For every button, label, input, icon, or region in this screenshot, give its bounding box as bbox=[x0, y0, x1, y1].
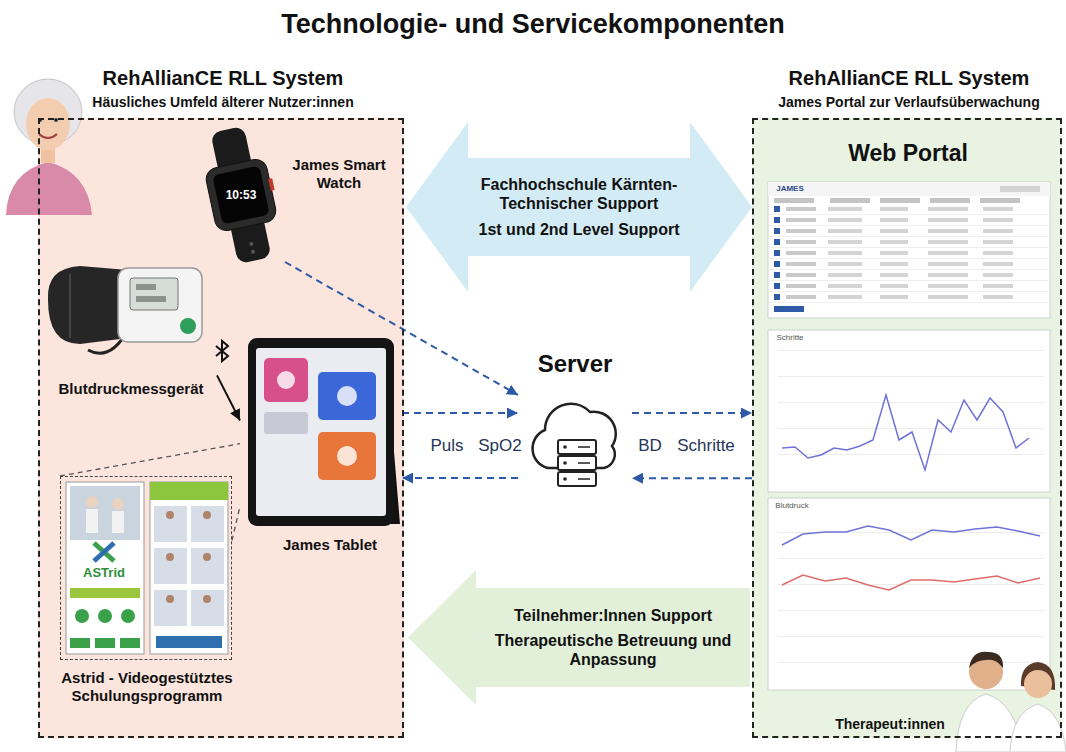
label-group: Blutdruck bbox=[768, 501, 816, 511]
bluetooth-symbol bbox=[216, 341, 228, 361]
connector bbox=[285, 262, 518, 395]
connector bbox=[217, 375, 240, 420]
label-group: SpO2 bbox=[471, 436, 529, 456]
app-logo-text: ASTrid bbox=[71, 565, 137, 581]
label-group: Puls bbox=[421, 436, 473, 456]
label-group: ASTrid bbox=[71, 565, 137, 581]
connector bbox=[60, 444, 240, 541]
diagram-title: Technologie- und Servicekomponenten bbox=[153, 8, 913, 40]
region-panel: RehAllianCE RLL SystemJames Portal zur V… bbox=[752, 118, 1062, 738]
section-heading: Web Portal bbox=[798, 140, 1018, 168]
portal-logo: JAMES bbox=[770, 184, 810, 194]
block-arrow: Teilnehmer:Innen SupportTherapeutische B… bbox=[408, 570, 750, 705]
text-group: James Smart Watch bbox=[287, 156, 391, 192]
label-group: Schritte bbox=[666, 436, 746, 456]
signal-name: Puls bbox=[421, 436, 473, 456]
signal-name: Schritte bbox=[666, 436, 746, 456]
connector bbox=[632, 412, 752, 414]
connector bbox=[402, 477, 518, 479]
node-text: Häusliches Umfeld älterer Nutzer:innen bbox=[20, 94, 426, 111]
text-group: Teilnehmer:Innen SupportTherapeutische B… bbox=[476, 588, 750, 687]
label-group: Schritte bbox=[768, 333, 812, 343]
block-arrow: Fachhochschule Kärnten-Technischer Suppo… bbox=[406, 122, 752, 292]
node-text: Teilnehmer:Innen Support bbox=[480, 606, 746, 625]
cloud-server-icon bbox=[533, 404, 616, 486]
blood-pressure-monitor-icon bbox=[48, 266, 202, 353]
smart-watch-icon bbox=[197, 122, 288, 267]
label-group: 10:53 bbox=[219, 188, 263, 202]
senior-user-figure bbox=[6, 79, 92, 215]
node-text: RehAllianCE RLL System bbox=[20, 66, 426, 90]
node-text: James Tablet bbox=[260, 536, 400, 554]
node-text: Blutdruckmessgerät bbox=[45, 380, 217, 398]
panel-ground bbox=[752, 118, 1062, 738]
signal-name: BD bbox=[630, 436, 670, 456]
node-text: RehAllianCE RLL System bbox=[748, 66, 1066, 90]
chart-title: Blutdruck bbox=[768, 501, 816, 511]
device-node: Blutdruckmessgerät bbox=[45, 262, 217, 402]
node-text: Fachhochschule Kärnten-Technischer Suppo… bbox=[472, 175, 686, 213]
text-group: James Tablet bbox=[260, 536, 400, 554]
node-text: James Portal zur Verlaufsüberwachung bbox=[748, 94, 1066, 111]
title-group: Technologie- und Servicekomponenten bbox=[153, 8, 913, 40]
node-text: Server bbox=[518, 350, 632, 379]
text-group: Blutdruckmessgerät bbox=[45, 380, 217, 398]
role-label: Therapeut:innen bbox=[828, 716, 952, 733]
label-group: JAMES bbox=[770, 184, 810, 194]
text-group: Server bbox=[518, 350, 632, 379]
panel-ground bbox=[38, 118, 404, 738]
label-group: Web Portal bbox=[798, 140, 1018, 168]
node-text: 1st und 2nd Level Support bbox=[472, 220, 686, 239]
label-group: Therapeut:innen bbox=[828, 716, 952, 733]
arrow-body bbox=[406, 122, 752, 292]
server-node: Server bbox=[518, 350, 632, 498]
device-node: James Tablet bbox=[240, 330, 402, 562]
node-text: Therapeutische Betreuung und Anpassung bbox=[480, 631, 746, 669]
arrow-body bbox=[408, 570, 750, 705]
text-group: Fachhochschule Kärnten-Technischer Suppo… bbox=[468, 158, 690, 256]
connector bbox=[632, 477, 752, 479]
connector bbox=[402, 412, 518, 414]
label-group: BD bbox=[630, 436, 670, 456]
region-panel: RehAllianCE RLL SystemHäusliches Umfeld … bbox=[38, 118, 404, 738]
node-text: Astrid - Videogestütztes Schulungsprogra… bbox=[43, 669, 251, 705]
watch-display: 10:53 bbox=[219, 188, 263, 202]
tablet-icon bbox=[248, 338, 400, 526]
portal-screenshot bbox=[768, 182, 1050, 690]
text-group: RehAllianCE RLL SystemHäusliches Umfeld … bbox=[20, 66, 426, 111]
node-text: James Smart Watch bbox=[287, 156, 391, 192]
chart-title: Schritte bbox=[768, 333, 812, 343]
device-node: James Smart Watch bbox=[195, 128, 395, 262]
training-app-screens bbox=[66, 482, 228, 654]
text-group: RehAllianCE RLL SystemJames Portal zur V… bbox=[748, 66, 1066, 111]
text-group: Astrid - Videogestütztes Schulungsprogra… bbox=[43, 669, 251, 705]
signal-name: SpO2 bbox=[471, 436, 529, 456]
